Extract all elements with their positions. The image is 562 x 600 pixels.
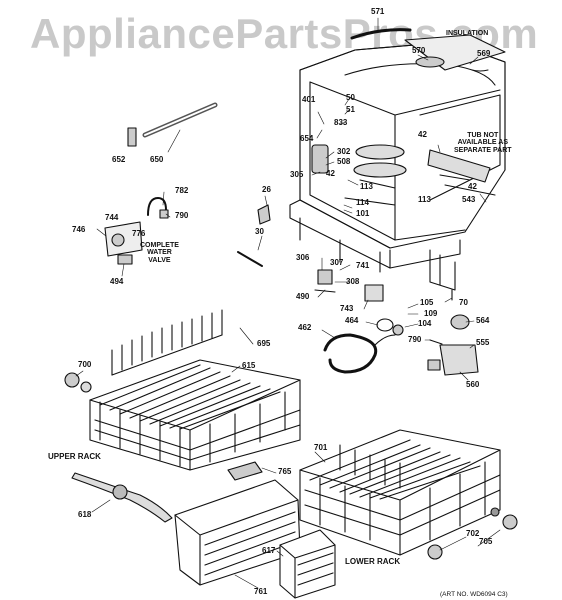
callout-790-valve: 790 [175,211,189,220]
door-gasket [127,102,218,147]
art-number: (ART NO. WD6094 C3) [440,591,508,598]
leader-lines [75,17,501,589]
water-valve-note: COMPLETE WATER VALVE [140,242,179,264]
callout-615: 615 [242,361,256,370]
callout-306: 306 [296,253,310,262]
callout-700: 700 [78,360,92,369]
callout-51: 51 [346,105,355,114]
callout-702: 702 [466,529,480,538]
upper-rack [89,309,301,471]
callout-114: 114 [356,198,369,207]
insulation-label: INSULATION [446,30,489,37]
pump-motor [427,314,479,376]
lower-rack-label: LOWER RACK [345,557,401,566]
callout-101: 101 [356,209,370,218]
callout-508: 508 [337,157,351,166]
callout-543: 543 [462,195,476,204]
tub-note-line-3: SEPARATE PART [454,146,512,154]
callout-761: 761 [254,587,268,596]
heater-strip [427,149,496,196]
callout-494: 494 [110,277,124,286]
callout-462: 462 [298,323,312,332]
callout-741: 741 [356,261,370,270]
callout-104: 104 [418,319,432,328]
callout-695: 695 [257,339,271,348]
tub-note: TUB NOT AVAILABLE AS SEPARATE PART [454,132,512,154]
upper-rack-label: UPPER RACK [48,452,101,461]
callout-42-right: 42 [468,182,477,191]
switch-parts [314,269,453,336]
tub-note-line-1: TUB NOT [467,132,499,139]
lower-rack [299,429,501,556]
callout-308: 308 [346,277,360,286]
drain-hose [323,333,396,374]
callout-833: 833 [334,118,348,127]
callout-50: 50 [346,93,355,102]
callout-555: 555 [476,338,490,347]
callout-26: 26 [262,185,271,194]
callout-109: 109 [424,309,438,318]
callout-765: 765 [278,467,292,476]
callout-776: 776 [132,229,146,238]
callout-654: 654 [300,134,314,143]
callout-30: 30 [255,227,264,236]
lower-rack-wheels [427,507,518,560]
callout-42-top: 42 [418,130,427,139]
callout-617: 617 [262,546,276,555]
callout-305: 305 [290,170,304,179]
callout-571: 571 [371,7,385,16]
callout-705: 705 [479,537,493,546]
callout-302: 302 [337,147,351,156]
callout-744: 744 [105,213,119,222]
callout-490: 490 [296,292,310,301]
callout-618: 618 [78,510,92,519]
callout-743: 743 [340,304,354,313]
rack-roller [64,372,92,393]
water-valve-note-line-3: VALVE [148,256,171,264]
tub-assembly [289,41,506,291]
callout-70: 70 [459,298,468,307]
small-basket [279,529,336,599]
insulation-blanket [350,28,506,72]
silverware-basket [174,461,301,586]
callout-570: 570 [412,46,426,55]
callout-569: 569 [477,49,491,58]
hinge-parts [237,204,271,267]
callout-790-pump: 790 [408,335,422,344]
callout-564: 564 [476,316,490,325]
callout-746: 746 [72,225,86,234]
callout-560: 560 [466,380,480,389]
callout-113-mid: 113 [360,182,373,191]
lower-spray-arm-parts [311,144,407,206]
water-valve-note-line-1: COMPLETE [140,242,179,249]
upper-spray-arm [71,472,173,523]
callout-113-right: 113 [418,195,431,204]
callout-464: 464 [345,316,359,325]
callout-307: 307 [330,258,344,267]
water-valve-note-line-2: WATER [147,249,172,257]
callout-105: 105 [420,298,434,307]
callout-401: 401 [302,95,316,104]
callout-701: 701 [314,443,328,452]
callout-42-mid: 42 [326,169,335,178]
callout-782: 782 [175,186,189,195]
water-valve-assembly [104,197,169,265]
callout-652: 652 [112,155,126,164]
callout-650: 650 [150,155,164,164]
tub-note-line-2: AVAILABLE AS [457,139,508,147]
